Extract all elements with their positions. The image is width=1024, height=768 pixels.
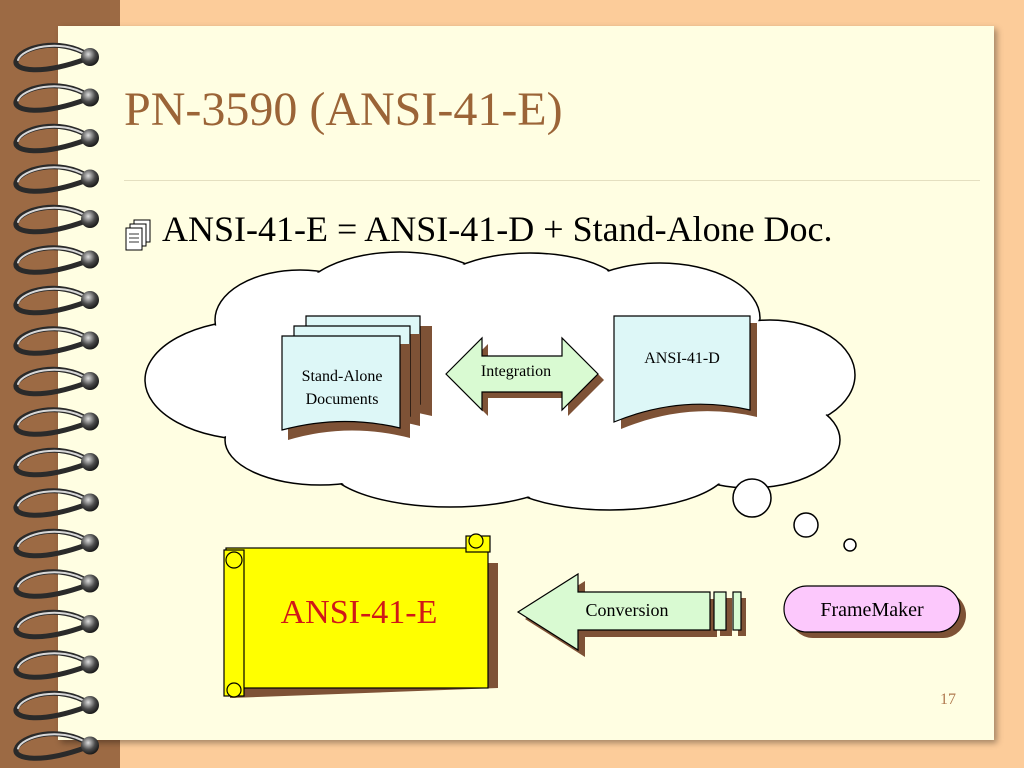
ansi-41-d-label: ANSI-41-D	[644, 350, 720, 367]
spiral-ring-icon	[13, 204, 99, 235]
thought-bubble-large	[732, 478, 772, 518]
page-number: 17	[940, 691, 956, 708]
spiral-ring-icon	[13, 285, 99, 316]
framemaker-pill-shape	[783, 585, 966, 638]
spiral-ring-icon	[13, 690, 99, 721]
thought-bubble-small	[843, 538, 857, 552]
thought-bubble-medium	[793, 512, 819, 538]
spiral-ring-icon	[13, 123, 99, 154]
spiral-ring-icon	[13, 650, 99, 680]
notepad-bullet-icon	[125, 219, 151, 251]
spiral-ring-icon	[13, 528, 99, 559]
ansi-41-e-scroll-shape	[223, 533, 498, 698]
spiral-ring-icon	[13, 569, 99, 599]
bullet-text: ANSI-41-E = ANSI-41-D + Stand-Alone Doc.	[162, 209, 833, 249]
spiral-ring-icon	[13, 164, 99, 194]
framemaker-label: FrameMaker	[820, 599, 924, 621]
title-divider	[124, 180, 980, 181]
spiral-ring-icon	[13, 42, 99, 73]
spiral-ring-icon	[13, 83, 99, 113]
spiral-ring-icon	[13, 326, 99, 356]
ansi-41-d-document-shape	[613, 315, 757, 429]
conversion-label: Conversion	[585, 600, 669, 620]
spiral-ring-icon	[13, 366, 99, 397]
integration-arrow-shape	[445, 336, 604, 416]
integration-label: Integration	[480, 363, 552, 380]
stand-alone-label-line2: Documents	[305, 391, 379, 408]
spiral-ring-icon	[13, 407, 99, 437]
spiral-ring-icon	[13, 609, 99, 640]
conversion-arrow-shape	[516, 572, 746, 657]
spiral-ring-icon	[13, 731, 99, 761]
slide-title: PN-3590 (ANSI-41-E)	[124, 83, 563, 136]
ansi-41-e-label: ANSI-41-E	[280, 594, 438, 631]
spiral-ring-icon	[13, 245, 99, 275]
spiral-ring-icon	[13, 488, 99, 518]
stand-alone-label-line1: Stand-Alone	[301, 368, 383, 385]
stand-alone-documents-shape	[281, 315, 432, 440]
spiral-binding	[13, 42, 99, 761]
spiral-ring-icon	[13, 447, 99, 478]
stand-alone-documents-label: Stand-Alone Documents	[284, 365, 400, 411]
